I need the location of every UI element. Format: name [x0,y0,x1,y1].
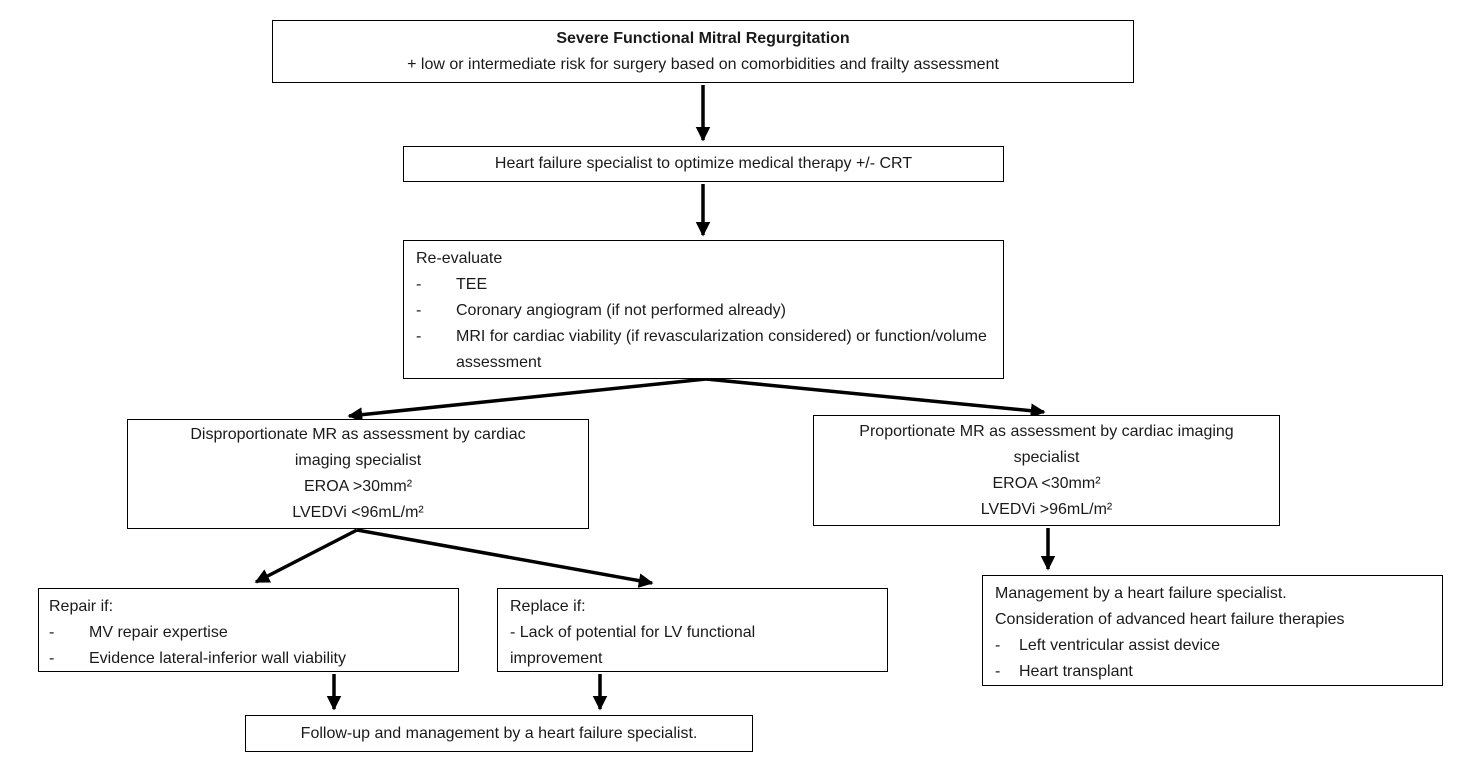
repair-bullet-expertise-text: MV repair expertise [89,624,228,641]
disproportionate-eroa: EROA >30mm² [303,478,413,495]
box-management-advanced-hf: Management by a heart failure specialist… [982,575,1443,686]
replace-line-2: improvement [510,650,603,667]
management-bullet-transplant-text: Heart transplant [1019,663,1133,680]
reevaluate-bullet-tee-text: TEE [456,276,488,293]
management-bullet-lvad: - Left ventricular assist device [995,633,1430,659]
arrow-disproportionate-to-repair [254,528,358,584]
repair-bullet-viability-text: Evidence lateral-inferior wall viability [89,650,346,667]
box-reevaluate: Re-evaluate - TEE - Coronary angiogram (… [403,240,1004,379]
repair-bullet-expertise: - MV repair expertise [49,620,446,646]
reevaluate-bullet-angiogram-text: Coronary angiogram (if not performed alr… [456,302,786,319]
box-repair-if: Repair if: - MV repair expertise - Evide… [38,588,459,672]
replace-title: Replace if: [510,598,586,615]
bullet-dash: - [49,624,55,641]
severe-fmr-title-text: Severe Functional Mitral Regurgitation [556,29,850,47]
arrow-reevaluate-to-proportionate [705,377,1046,419]
management-line-2: Consideration of advanced heart failure … [995,611,1345,628]
proportionate-line-1: Proportionate MR as assessment by cardia… [859,422,1234,440]
reevaluate-bullet-tee: - TEE [416,272,991,298]
disproportionate-lvedvi: LVEDVi <96mL/m² [292,504,424,521]
box-replace-if: Replace if: - Lack of potential for LV f… [497,588,888,672]
box-severe-fmr-title: Severe Functional Mitral Regurgitation +… [272,20,1134,83]
reevaluate-bullet-mri: - MRI for cardiac viability (if revascul… [416,324,991,376]
bullet-dash: - [416,276,422,293]
management-bullet-lvad-text: Left ventricular assist device [1019,637,1220,654]
hf-specialist-text: Heart failure specialist to optimize med… [494,155,913,172]
proportionate-eroa: EROA <30mm² [992,474,1101,492]
bullet-dash: - [995,663,1001,680]
arrow-reevaluate-to-disproportionate [347,377,707,422]
reevaluate-title: Re-evaluate [416,250,503,267]
repair-title: Repair if: [49,598,114,615]
box-hf-specialist: Heart failure specialist to optimize med… [403,146,1004,182]
reevaluate-bullet-mri-text: MRI for cardiac viability (if revascular… [456,328,987,371]
box-proportionate-mr: Proportionate MR as assessment by cardia… [813,415,1280,526]
severe-fmr-subtitle-text: + low or intermediate risk for surgery b… [407,55,999,73]
replace-line-1: - Lack of potential for LV functional [510,624,756,641]
box-disproportionate-mr: Disproportionate MR as assessment by car… [127,419,589,529]
disproportionate-line-2: imaging specialist [294,452,422,469]
proportionate-line-2: specialist [1013,448,1080,466]
bullet-dash: - [416,328,422,345]
reevaluate-bullet-angiogram: - Coronary angiogram (if not performed a… [416,298,991,324]
management-bullet-transplant: - Heart transplant [995,659,1430,685]
proportionate-lvedvi: LVEDVi >96mL/m² [980,500,1113,518]
management-line-1: Management by a heart failure specialist… [995,585,1287,602]
followup-text: Follow-up and management by a heart fail… [300,724,698,742]
repair-bullet-viability: - Evidence lateral-inferior wall viabili… [49,646,446,672]
disproportionate-line-1: Disproportionate MR as assessment by car… [190,426,526,443]
arrow-disproportionate-to-replace [356,528,654,588]
bullet-dash: - [49,650,55,667]
bullet-dash: - [995,637,1001,654]
bullet-dash: - [416,302,422,319]
box-followup: Follow-up and management by a heart fail… [245,715,753,752]
